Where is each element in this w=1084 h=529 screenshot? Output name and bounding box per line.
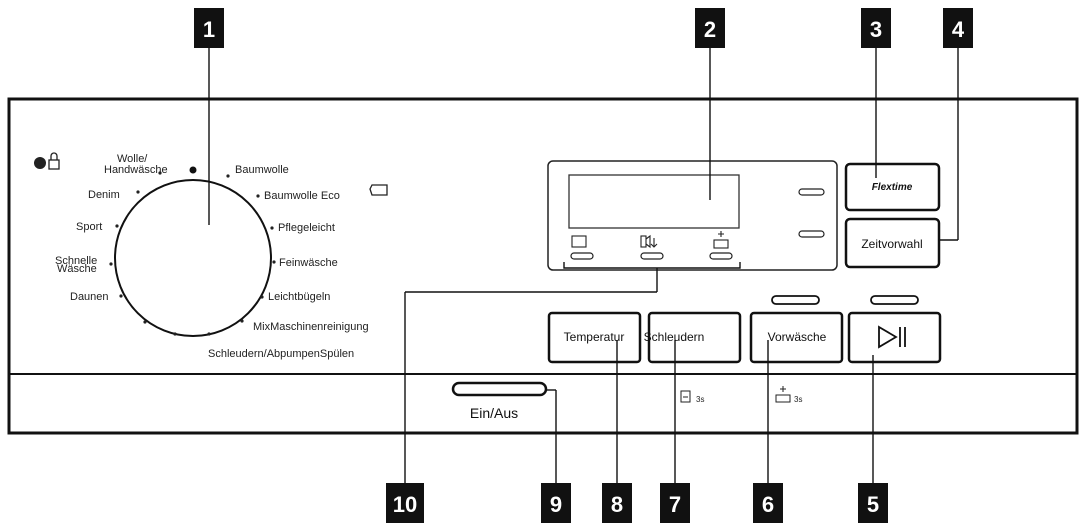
- prewash-icon: [713, 231, 729, 249]
- callout-3-box: [861, 8, 891, 48]
- callout-9: 9: [550, 492, 562, 517]
- indicator-led-prewash: [709, 252, 733, 260]
- play-pause-icon: [878, 325, 906, 349]
- vorwaesche-label: Vorwäsche: [768, 330, 827, 344]
- schleudern-label: Schleudern: [644, 330, 705, 344]
- drain-icon: [640, 234, 658, 249]
- program-denim: Denim: [88, 189, 120, 201]
- laundry-tub-icon: [571, 235, 587, 248]
- zeitvorwahl-label: Zeitvorwahl: [861, 237, 922, 251]
- callout-6-box: [753, 483, 783, 523]
- prewash-hint-3s: 3s: [794, 395, 802, 404]
- callout-lines: [208, 48, 959, 483]
- flextime-button[interactable]: [844, 162, 941, 212]
- callout-8: 8: [611, 492, 623, 517]
- display-frame: [547, 160, 838, 271]
- dial-dots: [109, 171, 276, 336]
- callout-7-box: [660, 483, 690, 523]
- power-button[interactable]: [451, 381, 548, 397]
- callout-3: 3: [870, 17, 882, 42]
- power-label: Ein/Aus: [470, 405, 518, 421]
- control-panel: [7, 97, 1079, 435]
- program-schleudern-abpumpen: Schleudern/AbpumpenSpülen: [208, 348, 354, 360]
- zeitvorwahl-button[interactable]: [844, 217, 941, 269]
- program-daunen: Daunen: [70, 291, 109, 303]
- callout-2: 2: [704, 17, 716, 42]
- callout-1: 1: [203, 17, 215, 42]
- program-feinwaesche: Feinwäsche: [279, 257, 338, 269]
- vorwaesche-button[interactable]: [749, 311, 844, 364]
- flextime-label: Flextime: [872, 182, 913, 193]
- eco-tag-icon: [369, 184, 388, 196]
- callout-4: 4: [952, 17, 965, 42]
- callout-10: 10: [393, 492, 417, 517]
- callout-5: 5: [867, 492, 879, 517]
- indicator-led-2: [798, 230, 825, 238]
- schleudern-button[interactable]: [647, 311, 742, 364]
- temperatur-label: Temperatur: [564, 330, 625, 344]
- indicator-led-tub: [570, 252, 594, 260]
- child-lock-icon: [34, 152, 60, 170]
- program-dial[interactable]: [114, 179, 272, 337]
- program-wolle-line2: Handwäsche: [104, 164, 168, 176]
- indicator-led-drain: [640, 252, 664, 260]
- callout-4-box: [943, 8, 973, 48]
- program-sport: Sport: [76, 221, 102, 233]
- lock-hint-3s: 3s: [696, 395, 704, 404]
- program-schnelle-line2: Wäsche: [57, 263, 97, 275]
- program-baumwolle: Baumwolle: [235, 164, 289, 176]
- program-baumwolle-eco: Baumwolle Eco: [264, 190, 340, 202]
- callout-7: 7: [669, 492, 681, 517]
- callout-5-box: [858, 483, 888, 523]
- program-mix: MixMaschinenreinigung: [253, 321, 369, 333]
- program-wolle-line1: Wolle/: [117, 153, 148, 165]
- program-leichtbuegeln: Leichtbügeln: [268, 291, 330, 303]
- start-led: [870, 295, 919, 305]
- indicator-led-1: [798, 188, 825, 196]
- vorwaesche-led: [771, 295, 820, 305]
- program-pflegeleicht: Pflegeleicht: [278, 222, 335, 234]
- dial-position-marker: [189, 166, 197, 174]
- callout-8-box: [602, 483, 632, 523]
- prewash-hint-icon: [775, 386, 791, 403]
- callout-2-box: [695, 8, 725, 48]
- program-schnelle-line1: Schnelle: [55, 255, 97, 267]
- callout-10-box: [386, 483, 424, 523]
- lock-hint-icon: [680, 390, 691, 403]
- callout-6: 6: [762, 492, 774, 517]
- callout-9-box: [541, 483, 571, 523]
- display-screen: [568, 174, 740, 229]
- callout-1-box: [194, 8, 224, 48]
